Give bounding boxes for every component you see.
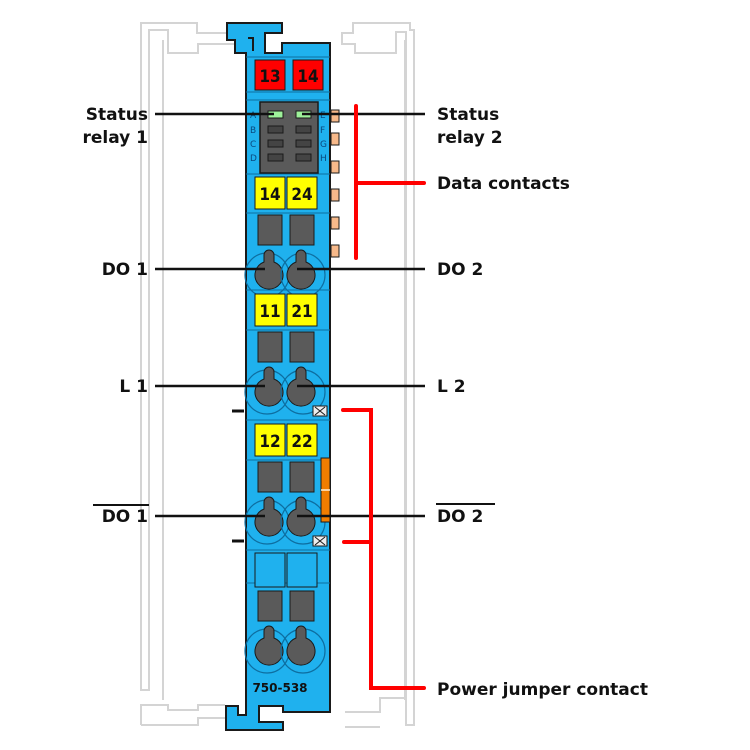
neighbor-module-left-outline <box>140 22 239 691</box>
terminal-label-box <box>254 176 286 210</box>
label-power-jumper-contact: Power jumper contact <box>437 680 648 700</box>
label-status-relay-2-line1: Status <box>437 105 499 125</box>
led-block: A B C D E F G H <box>250 101 327 174</box>
terminal-label-box <box>254 293 286 327</box>
clamp-release-slot[interactable] <box>289 214 315 246</box>
label-status-relay-2-line2: relay 2 <box>437 128 503 148</box>
top-terminal-14-label: 14 <box>297 67 318 87</box>
data-contact <box>330 188 340 202</box>
top-terminal-13-label: 13 <box>259 67 280 87</box>
neighbor-module-right-outline <box>341 22 415 726</box>
terminal-label-box <box>286 552 318 588</box>
led-letter-g: G <box>320 140 327 150</box>
terminal-groups: 14 24 11 21 12 22 <box>244 176 326 674</box>
label-do-1: DO 1 <box>102 260 148 280</box>
red-brackets <box>341 104 426 690</box>
terminal-label-box <box>254 423 286 457</box>
terminal-label-box <box>286 176 318 210</box>
terminal-label: 24 <box>291 185 312 205</box>
terminal-label: 14 <box>259 185 280 205</box>
led-b <box>267 125 284 134</box>
clamp-release-slot[interactable] <box>289 461 315 493</box>
callouts-left: Status relay 1 DO 1 L 1 DO 1 <box>82 105 149 527</box>
label-do-2: DO 2 <box>437 260 483 280</box>
led-letter-a: A <box>250 111 257 121</box>
label-do-2-inverted: DO 2 <box>437 507 483 527</box>
led-letter-d: D <box>250 154 257 164</box>
led-d <box>267 153 284 162</box>
led-g <box>295 139 312 148</box>
data-contact <box>330 132 340 146</box>
led-f <box>295 125 312 134</box>
label-l-1: L 1 <box>119 377 148 397</box>
wire-clamp-opening[interactable] <box>254 625 284 666</box>
wire-clamp-opening[interactable] <box>254 249 284 290</box>
callout-leaders <box>155 112 425 518</box>
label-do-1-inverted: DO 1 <box>102 507 148 527</box>
module-seams <box>246 56 330 584</box>
led-h <box>295 153 312 162</box>
terminal-label-box <box>286 293 318 327</box>
top-terminal-14 <box>292 59 324 91</box>
data-contact <box>330 244 340 258</box>
led-letter-h: H <box>320 154 327 164</box>
label-status-relay-1-line1: Status <box>86 105 148 125</box>
terminal-label: 11 <box>259 302 280 322</box>
callouts-right: Status relay 2 Data contacts DO 2 L 2 DO… <box>436 105 648 700</box>
terminal-group <box>244 552 326 674</box>
label-data-contacts: Data contacts <box>437 174 570 194</box>
module-part-number: 750-538 <box>252 681 307 695</box>
led-c <box>267 139 284 148</box>
data-contacts <box>330 109 340 258</box>
bracket-power-jumper <box>341 408 426 690</box>
power-jumper-contacts <box>312 405 331 547</box>
clamp-release-slot[interactable] <box>289 590 315 622</box>
terminal-label-box <box>286 423 318 457</box>
data-contact <box>330 160 340 174</box>
led-letter-b: B <box>250 126 256 136</box>
data-contact <box>330 216 340 230</box>
terminal-group: 14 24 <box>244 176 326 298</box>
top-terminal-13 <box>254 59 286 91</box>
rail-bottom-outline <box>140 697 405 728</box>
wire-clamp-opening[interactable] <box>286 625 316 666</box>
terminal-label-box <box>254 552 286 588</box>
wire-clamp-opening[interactable] <box>254 496 284 537</box>
label-status-relay-1-line2: relay 1 <box>82 128 148 148</box>
clamp-release-slot[interactable] <box>257 331 283 363</box>
top-terminals: 13 14 <box>254 59 324 91</box>
clamp-release-slot[interactable] <box>257 590 283 622</box>
data-contact <box>330 109 340 123</box>
clamp-release-slot[interactable] <box>289 331 315 363</box>
led-letter-f: F <box>320 126 325 136</box>
terminal-label: 22 <box>291 432 312 452</box>
terminal-label: 21 <box>291 302 312 322</box>
label-l-2: L 2 <box>437 377 466 397</box>
clamp-release-slot[interactable] <box>257 461 283 493</box>
wire-clamp-opening[interactable] <box>254 366 284 407</box>
terminal-group: 11 21 <box>244 293 326 415</box>
clamp-release-slot[interactable] <box>257 214 283 246</box>
terminal-label: 12 <box>259 432 280 452</box>
led-letter-e: E <box>320 111 326 121</box>
led-letter-c: C <box>250 140 256 150</box>
